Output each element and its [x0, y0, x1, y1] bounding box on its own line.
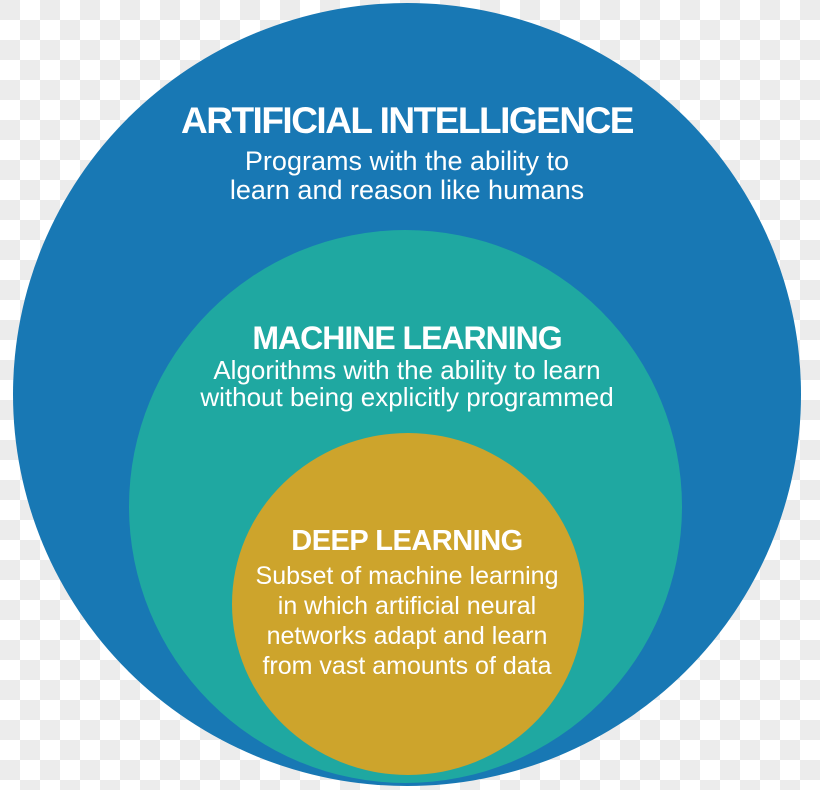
description-line: from vast amounts of data: [262, 652, 552, 680]
description-line: Programs with the ability to: [244, 146, 570, 176]
description-line: in which artificial neural: [277, 592, 537, 620]
machine-learning-description: Algorithms with the ability to learn wit…: [0, 357, 814, 411]
deep-learning-description: Subset of machine learning in which arti…: [0, 561, 814, 681]
artificial-intelligence-description: Programs with the ability to learn and r…: [0, 147, 814, 205]
description-line: Algorithms with the ability to learn: [213, 355, 601, 385]
machine-learning-title: MACHINE LEARNING: [252, 320, 562, 356]
artificial-intelligence-title: ARTIFICIAL INTELLIGENCE: [181, 100, 634, 141]
description-line: without being explicitly programmed: [200, 382, 614, 412]
deep-learning-title: DEEP LEARNING: [291, 525, 523, 557]
deep-learning-circle: [232, 433, 584, 775]
description-line: learn and reason like humans: [229, 175, 585, 205]
description-line: Subset of machine learning: [255, 562, 559, 590]
description-line: networks adapt and learn: [266, 622, 548, 650]
